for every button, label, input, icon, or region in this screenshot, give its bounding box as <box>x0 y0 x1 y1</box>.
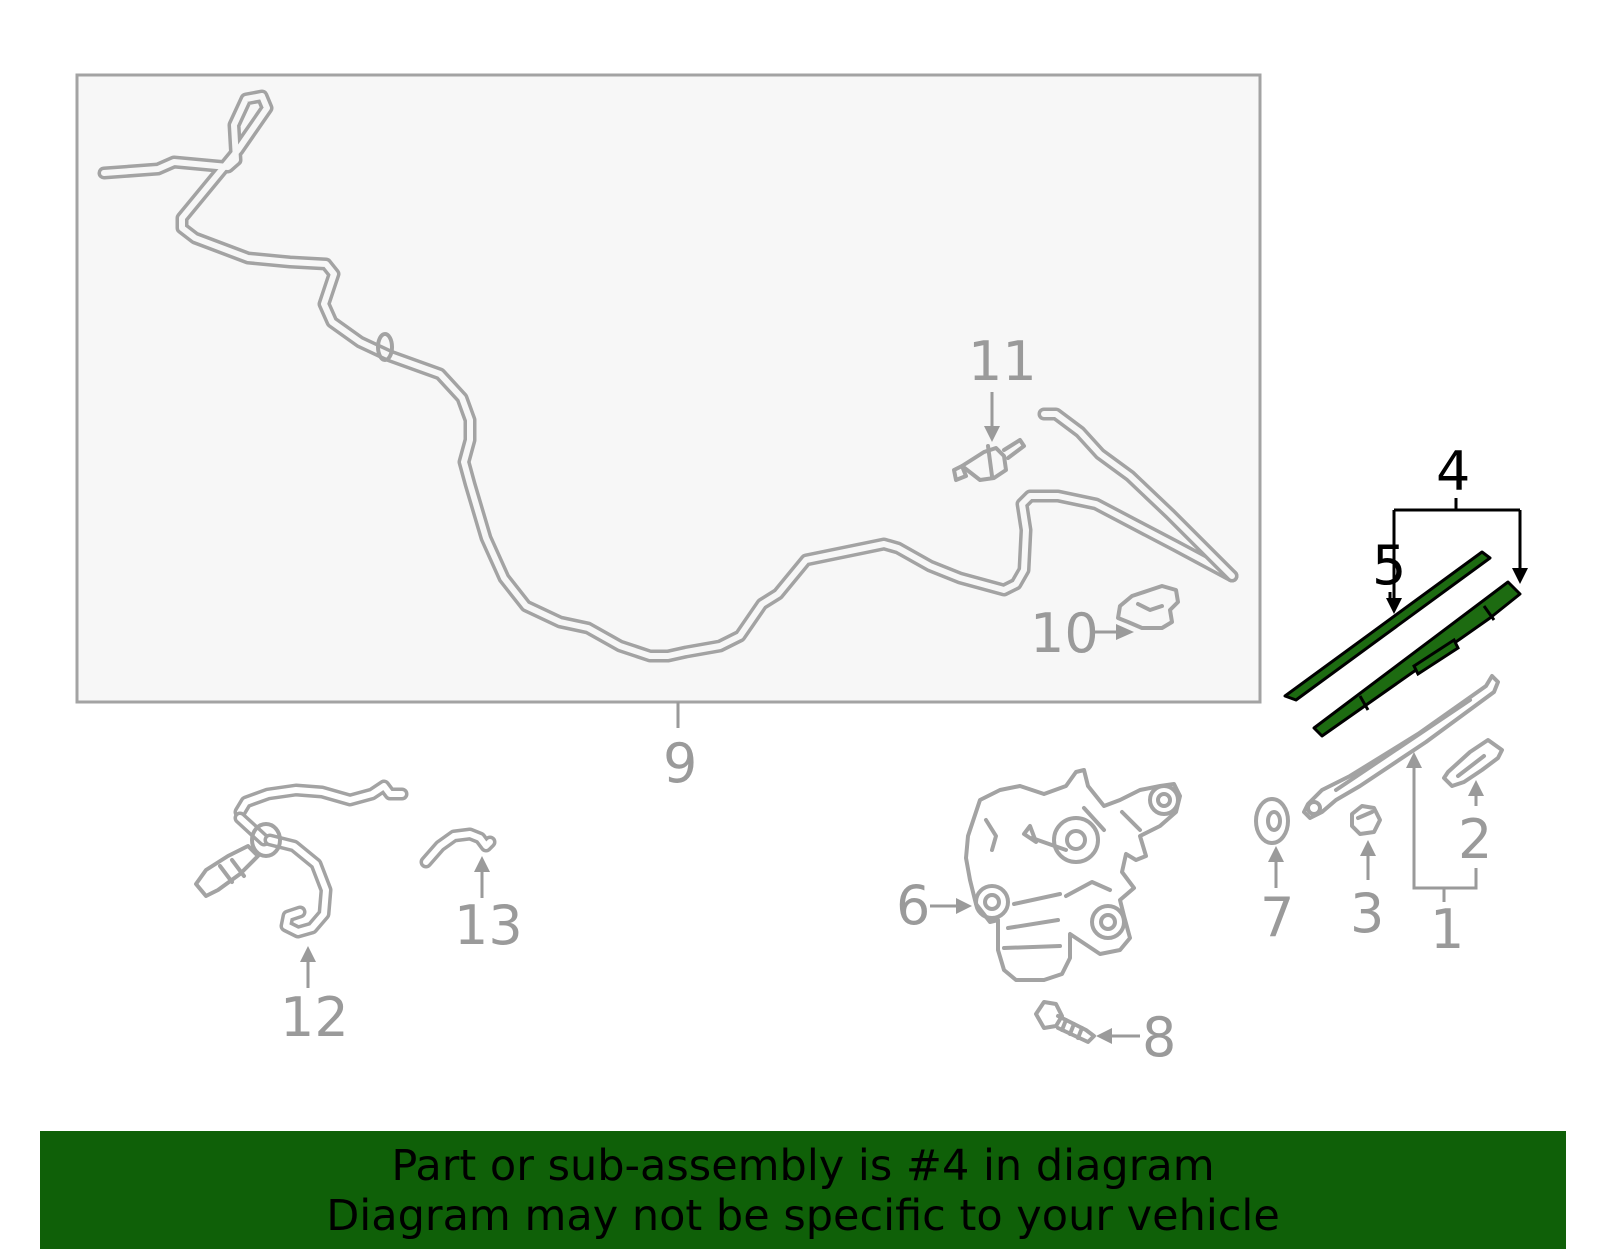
callout-12[interactable]: 12 <box>280 986 349 1049</box>
leader-lines <box>300 392 1528 1044</box>
callout-9[interactable]: 9 <box>663 732 697 795</box>
arm-cap-part-2[interactable] <box>1442 738 1504 788</box>
callout-8[interactable]: 8 <box>1142 1006 1176 1069</box>
callout-4[interactable]: 4 <box>1436 440 1470 503</box>
hose-assembly-box <box>75 73 1262 704</box>
wiper-arm-part-1[interactable] <box>1302 674 1500 820</box>
banner-line-1: Part or sub-assembly is #4 in diagram <box>391 1141 1215 1191</box>
callout-10[interactable]: 10 <box>1030 602 1099 665</box>
seal-washer-part-7[interactable] <box>1254 797 1290 845</box>
washer-hose-part-9[interactable] <box>97 89 1239 663</box>
hose-part-12[interactable] <box>194 779 409 939</box>
callout-13[interactable]: 13 <box>454 894 523 957</box>
callout-11[interactable]: 11 <box>968 330 1037 393</box>
wiper-blade-part-4[interactable] <box>1312 580 1522 738</box>
callout-2[interactable]: 2 <box>1458 808 1492 871</box>
callout-3[interactable]: 3 <box>1350 882 1384 945</box>
info-banner: Part or sub-assembly is #4 in diagram Di… <box>40 1131 1566 1249</box>
wiper-motor-part-6[interactable] <box>964 768 1182 982</box>
bolt-part-8[interactable] <box>1034 1000 1096 1044</box>
connector-part-11[interactable] <box>952 438 1026 482</box>
callout-6[interactable]: 6 <box>896 874 930 937</box>
hose-part-13[interactable] <box>419 827 497 869</box>
callout-5[interactable]: 5 <box>1372 534 1406 597</box>
nut-part-3[interactable] <box>1350 804 1382 836</box>
callout-1[interactable]: 1 <box>1430 898 1464 961</box>
banner-line-2: Diagram may not be specific to your vehi… <box>326 1191 1280 1241</box>
clip-part-10[interactable] <box>1116 584 1180 630</box>
wiper-blade-insert-part-5[interactable] <box>1283 550 1492 702</box>
callout-7[interactable]: 7 <box>1260 886 1294 949</box>
